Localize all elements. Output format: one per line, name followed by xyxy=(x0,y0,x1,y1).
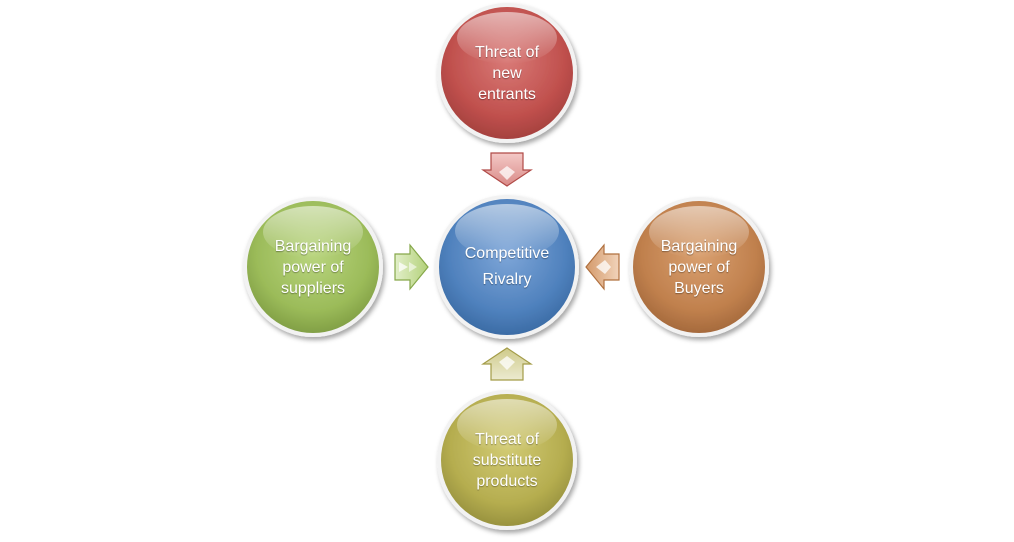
label-line: suppliers xyxy=(280,279,346,297)
label-line: Buyers xyxy=(674,279,724,297)
arrow-down-icon xyxy=(481,152,533,187)
arrow-right-icon xyxy=(394,243,429,291)
label-line: products xyxy=(476,472,538,490)
label-supplier-power: Bargaining power of suppliers xyxy=(243,200,383,334)
label-line: new xyxy=(492,64,522,82)
node-right-buyer-power xyxy=(629,197,769,337)
arrow-up-icon xyxy=(481,347,533,381)
arrow-left-icon xyxy=(585,243,620,291)
label-buyer-power: Bargaining power of Buyers xyxy=(629,200,769,334)
label-line: Bargaining xyxy=(274,237,352,255)
label-line: Threat of xyxy=(474,43,540,61)
node-left-supplier-power xyxy=(243,197,383,337)
label-line: substitute xyxy=(472,451,542,469)
label-threat-new-entrants: Threat of new entrants xyxy=(437,6,577,140)
label-line: Threat of xyxy=(474,430,540,448)
node-bottom-threat-substitutes xyxy=(437,390,577,530)
label-threat-substitutes: Threat of substitute products xyxy=(437,393,577,527)
label-line: power of xyxy=(668,258,730,276)
label-line: Rivalry xyxy=(482,271,532,288)
node-top-threat-new-entrants xyxy=(437,3,577,143)
label-competitive-rivalry: Competitive Rivalry xyxy=(436,198,578,336)
label-line: Bargaining xyxy=(660,237,738,255)
label-line: entrants xyxy=(478,85,536,103)
label-line: power of xyxy=(282,258,344,276)
node-center-competitive-rivalry xyxy=(435,195,579,339)
label-line: Competitive xyxy=(464,245,550,262)
